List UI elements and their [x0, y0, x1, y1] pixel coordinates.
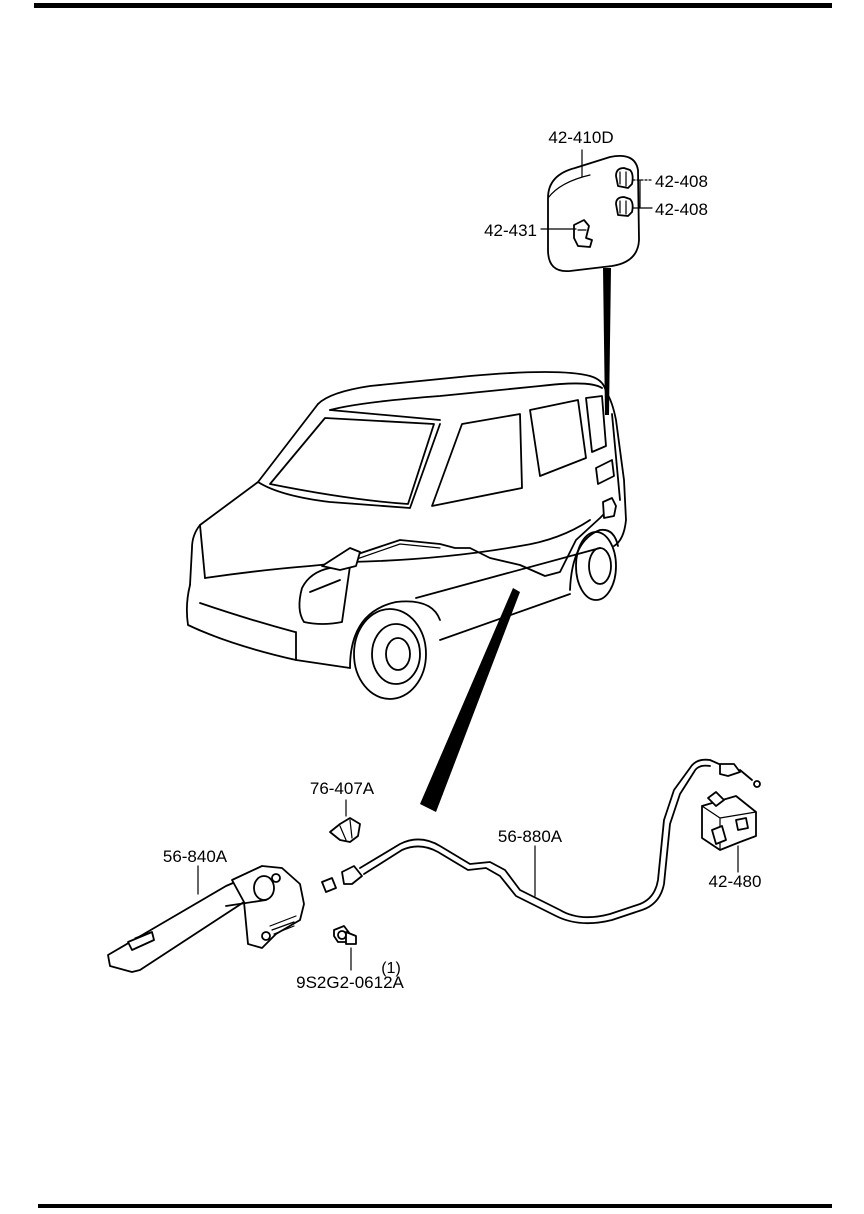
label-cable-clip: 76-407A	[310, 779, 375, 798]
bolt-part	[333, 925, 357, 945]
top-border-rule	[34, 3, 832, 8]
vehicle-illustration	[185, 371, 627, 700]
pointer-vehicle-to-assembly	[420, 588, 520, 812]
lid-spring-part	[573, 219, 593, 248]
label-lock-assembly: 42-480	[709, 872, 762, 891]
lid-clip-upper-part	[615, 167, 634, 189]
bottom-border-rule	[38, 1204, 832, 1208]
label-clip-upper: 42-408	[655, 172, 708, 191]
label-opener-cable: 56-880A	[498, 827, 563, 846]
cable-clip-part	[329, 817, 361, 843]
label-clip-lower: 42-408	[655, 200, 708, 219]
label-fuel-lid: 42-410D	[548, 128, 613, 147]
label-bolt: 9S2G2-0612A	[296, 973, 404, 992]
lid-clip-lower-part	[615, 196, 634, 217]
lock-assembly-part	[701, 791, 757, 851]
opener-lever-part	[107, 865, 305, 973]
fuel-lid-part	[547, 155, 640, 273]
label-bolt-qty: (1)	[381, 960, 401, 977]
opener-cable-part	[321, 758, 761, 925]
label-opener-lever: 56-840A	[163, 847, 228, 866]
pointer-lid-to-vehicle	[603, 268, 611, 415]
label-lid-spring: 42-431	[484, 221, 537, 240]
